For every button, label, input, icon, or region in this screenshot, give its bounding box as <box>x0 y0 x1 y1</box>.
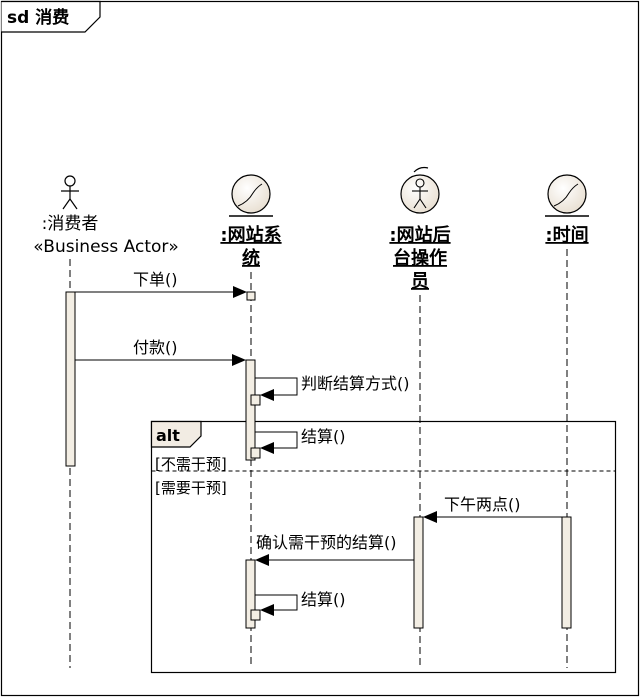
activation-website-3 <box>245 559 256 629</box>
lifeline-website-name-line1: :网站系 <box>220 224 281 246</box>
activation-website-self-2 <box>250 447 261 459</box>
alt-operator-label: alt <box>156 426 180 445</box>
message-two-pm: 下午两点() <box>423 495 562 523</box>
entity-circle-icon <box>545 174 589 217</box>
alt-operator-tab <box>150 420 202 448</box>
lifeline-backend-name-line3: 员 <box>411 271 429 292</box>
message-label: 判断结算方式() <box>301 374 410 393</box>
activation-time <box>561 516 572 629</box>
stick-figure-icon <box>61 175 79 210</box>
activation-backend <box>413 516 424 629</box>
activation-website-self-1 <box>250 394 261 406</box>
alt-fragment-box <box>150 420 617 674</box>
message-judge-settlement: 判断结算方式() <box>255 374 410 401</box>
lifeline-backend: :网站后 台操作 员 <box>389 166 451 668</box>
worker-icon <box>400 166 440 214</box>
activation-consumer <box>65 291 76 467</box>
lifeline-website-name-line2: 统 <box>242 247 260 269</box>
message-settle-1: 结算() <box>255 427 346 454</box>
entity-circle-icon <box>229 174 273 217</box>
alt-guard-2: [需要干预] <box>155 479 227 497</box>
lifeline-consumer-stereotype: «Business Actor» <box>33 237 179 257</box>
lifeline-website: :网站系 统 <box>220 174 282 668</box>
alt-fragment: alt [不需干预] [需要干预] <box>150 420 617 674</box>
alt-guard-1: [不需干预] <box>155 455 227 473</box>
lifeline-time-name: :时间 <box>545 225 588 246</box>
lifeline-backend-name-line2: 台操作 <box>393 247 447 269</box>
message-confirm-intervention: 确认需干预的结算() <box>255 533 414 566</box>
activation-website-1 <box>246 291 256 301</box>
message-label: 确认需干预的结算() <box>256 533 397 552</box>
message-label: 结算() <box>301 590 346 609</box>
frame-label: sd 消费 <box>7 7 69 28</box>
lifeline-consumer-name: :消费者 <box>42 214 99 234</box>
message-label: 付款() <box>133 338 178 357</box>
message-pay: 付款() <box>75 338 246 366</box>
message-label: 下午两点() <box>444 495 521 514</box>
message-place-order: 下单() <box>75 270 247 298</box>
message-settle-2: 结算() <box>255 590 346 616</box>
activation-website-2 <box>245 359 256 461</box>
lifeline-backend-name-line1: :网站后 <box>389 224 450 246</box>
lifeline-time: :时间 <box>545 174 589 668</box>
message-label: 下单() <box>133 270 178 289</box>
frame-label-tab <box>1 0 101 33</box>
message-label: 结算() <box>301 427 346 446</box>
activation-website-self-3 <box>250 609 261 621</box>
